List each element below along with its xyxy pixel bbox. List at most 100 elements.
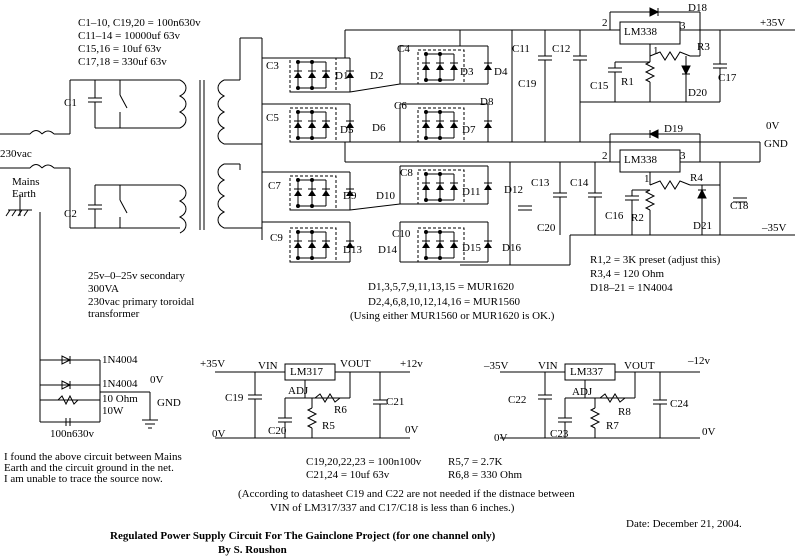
page-title: Regulated Power Supply Circuit For The G… xyxy=(110,530,496,542)
earth-note-3: I am unable to trace the source now. xyxy=(4,473,163,485)
lm-res-note-2: R6,8 = 330 Ohm xyxy=(448,469,523,481)
label-d5: D5 xyxy=(340,124,354,136)
resistor-note-3: D18–21 = 1N4004 xyxy=(590,282,673,294)
earth-zero-v: 0V xyxy=(150,374,164,386)
label-r3: R3 xyxy=(697,41,710,53)
rail-minus35: –35V xyxy=(762,222,787,234)
label-d8: D8 xyxy=(480,96,494,108)
label-r2: R2 xyxy=(631,212,644,224)
note-caps-4: C17,18 = 330uf 63v xyxy=(78,56,167,68)
label-d19: D19 xyxy=(664,123,683,135)
label-d10: D10 xyxy=(376,190,395,202)
lm337-chip: LM337 xyxy=(570,366,603,378)
lm317-out-voltage: +12v xyxy=(400,358,423,370)
earth-resistor-power: 10W xyxy=(102,405,124,417)
rectifier-bridges xyxy=(262,30,493,263)
label-d3: D3 xyxy=(460,66,474,78)
lm337-gnd-right: 0V xyxy=(702,426,716,438)
lm338-negative-circuit xyxy=(609,129,748,235)
pin2-neg: 2 xyxy=(602,150,608,162)
label-c6: C6 xyxy=(394,100,407,112)
pin3-pos: 3 xyxy=(680,20,686,32)
note-caps-3: C15,16 = 10uf 63v xyxy=(78,43,162,55)
lm317-in-voltage: +35V xyxy=(200,358,226,370)
lm-res-note-1: R5,7 = 2.7K xyxy=(448,456,503,468)
lm337-vin: VIN xyxy=(538,360,558,372)
lm317-circuit xyxy=(215,363,410,439)
earth-resistor: 10 Ohm xyxy=(102,393,138,405)
lm337-adj: ADJ xyxy=(572,386,593,398)
label-c13: C13 xyxy=(531,177,550,189)
pin1-pos: 1 xyxy=(653,45,659,57)
label-c9: C9 xyxy=(270,232,283,244)
label-d7: D7 xyxy=(462,124,476,136)
page-author: By S. Roushon xyxy=(218,544,287,556)
lm-caps-note-1: C19,20,22,23 = 100n100v xyxy=(306,456,422,468)
toroidal-transformer xyxy=(178,37,263,240)
lm337-c23: C23 xyxy=(550,428,569,440)
label-d14: D14 xyxy=(378,244,397,256)
label-c12: C12 xyxy=(552,43,571,55)
earth-note-2: Earth and the circuit ground in the net. xyxy=(4,462,174,474)
label-r4: R4 xyxy=(690,172,703,184)
label-c1: C1 xyxy=(64,97,77,109)
label-c3: C3 xyxy=(266,60,279,72)
label-d9: D9 xyxy=(343,190,357,202)
rail-gnd: GND xyxy=(764,138,788,150)
lm-caps-note-2: C21,24 = 10uf 63v xyxy=(306,469,390,481)
diode-note-3: (Using either MUR1560 or MUR1620 is OK.) xyxy=(350,310,555,322)
date-label: Date: December 21, 2004. xyxy=(626,518,742,530)
label-c5: C5 xyxy=(266,112,279,124)
rail-zero-v: 0V xyxy=(766,120,780,132)
label-d6: D6 xyxy=(372,122,386,134)
transformer-note-4: transformer xyxy=(88,308,140,320)
lm317-c20: C20 xyxy=(268,425,287,437)
label-d16: D16 xyxy=(502,242,521,254)
label-d15: D15 xyxy=(462,242,481,254)
label-c8: C8 xyxy=(400,167,413,179)
lm337-vout: VOUT xyxy=(624,360,655,372)
lm317-vout: VOUT xyxy=(340,358,371,370)
lm337-in-voltage: –35V xyxy=(484,360,509,372)
label-d20: D20 xyxy=(688,87,707,99)
earth-link-circuit xyxy=(39,355,158,429)
label-d1: D1 xyxy=(335,70,349,82)
lm317-adj: ADJ xyxy=(288,385,309,397)
datasheet-note-2: VIN of LM317/337 and C17/C18 is less tha… xyxy=(270,502,515,514)
supply-rails xyxy=(344,29,795,266)
transformer-note-1: 25v–0–25v secondary xyxy=(88,270,185,282)
diode-note-1: D1,3,5,7,9,11,13,15 = MUR1620 xyxy=(368,281,515,293)
label-c11: C11 xyxy=(512,43,530,55)
label-c15: C15 xyxy=(590,80,609,92)
lm317-r6: R6 xyxy=(334,404,347,416)
rail-plus35: +35V xyxy=(760,17,786,29)
datasheet-note-1: (According to datasheet C19 and C22 are … xyxy=(238,488,575,500)
label-d11: D11 xyxy=(462,186,481,198)
lm317-chip: LM317 xyxy=(290,366,323,378)
reg-neg-chip: LM338 xyxy=(624,154,657,166)
label-d18: D18 xyxy=(688,2,707,14)
label-d2: D2 xyxy=(370,70,384,82)
lm317-gnd-right: 0V xyxy=(405,424,419,436)
label-c2: C2 xyxy=(64,208,77,220)
transformer-note-3: 230vac primary toroidal xyxy=(88,296,195,308)
label-c10: C10 xyxy=(392,228,411,240)
label-d13: D13 xyxy=(343,244,362,256)
lm337-out-voltage: –12v xyxy=(688,355,710,367)
label-c19-main: C19 xyxy=(518,78,537,90)
lm337-r8: R8 xyxy=(618,406,631,418)
lm317-gnd-left: 0V xyxy=(212,428,226,440)
label-c4: C4 xyxy=(397,43,410,55)
note-caps-1: C1–10, C19,20 = 100n630v xyxy=(78,17,201,29)
earth-diode-a: 1N4004 xyxy=(102,354,138,366)
lm337-c22: C22 xyxy=(508,394,527,406)
earth-diode-b: 1N4004 xyxy=(102,378,138,390)
label-c14: C14 xyxy=(570,177,589,189)
label-d12: D12 xyxy=(504,184,523,196)
ac-input-label: 230vac xyxy=(0,148,32,160)
resistor-note-2: R3,4 = 120 Ohm xyxy=(590,268,665,280)
label-d21: D21 xyxy=(693,220,712,232)
lm317-c21: C21 xyxy=(386,396,405,408)
